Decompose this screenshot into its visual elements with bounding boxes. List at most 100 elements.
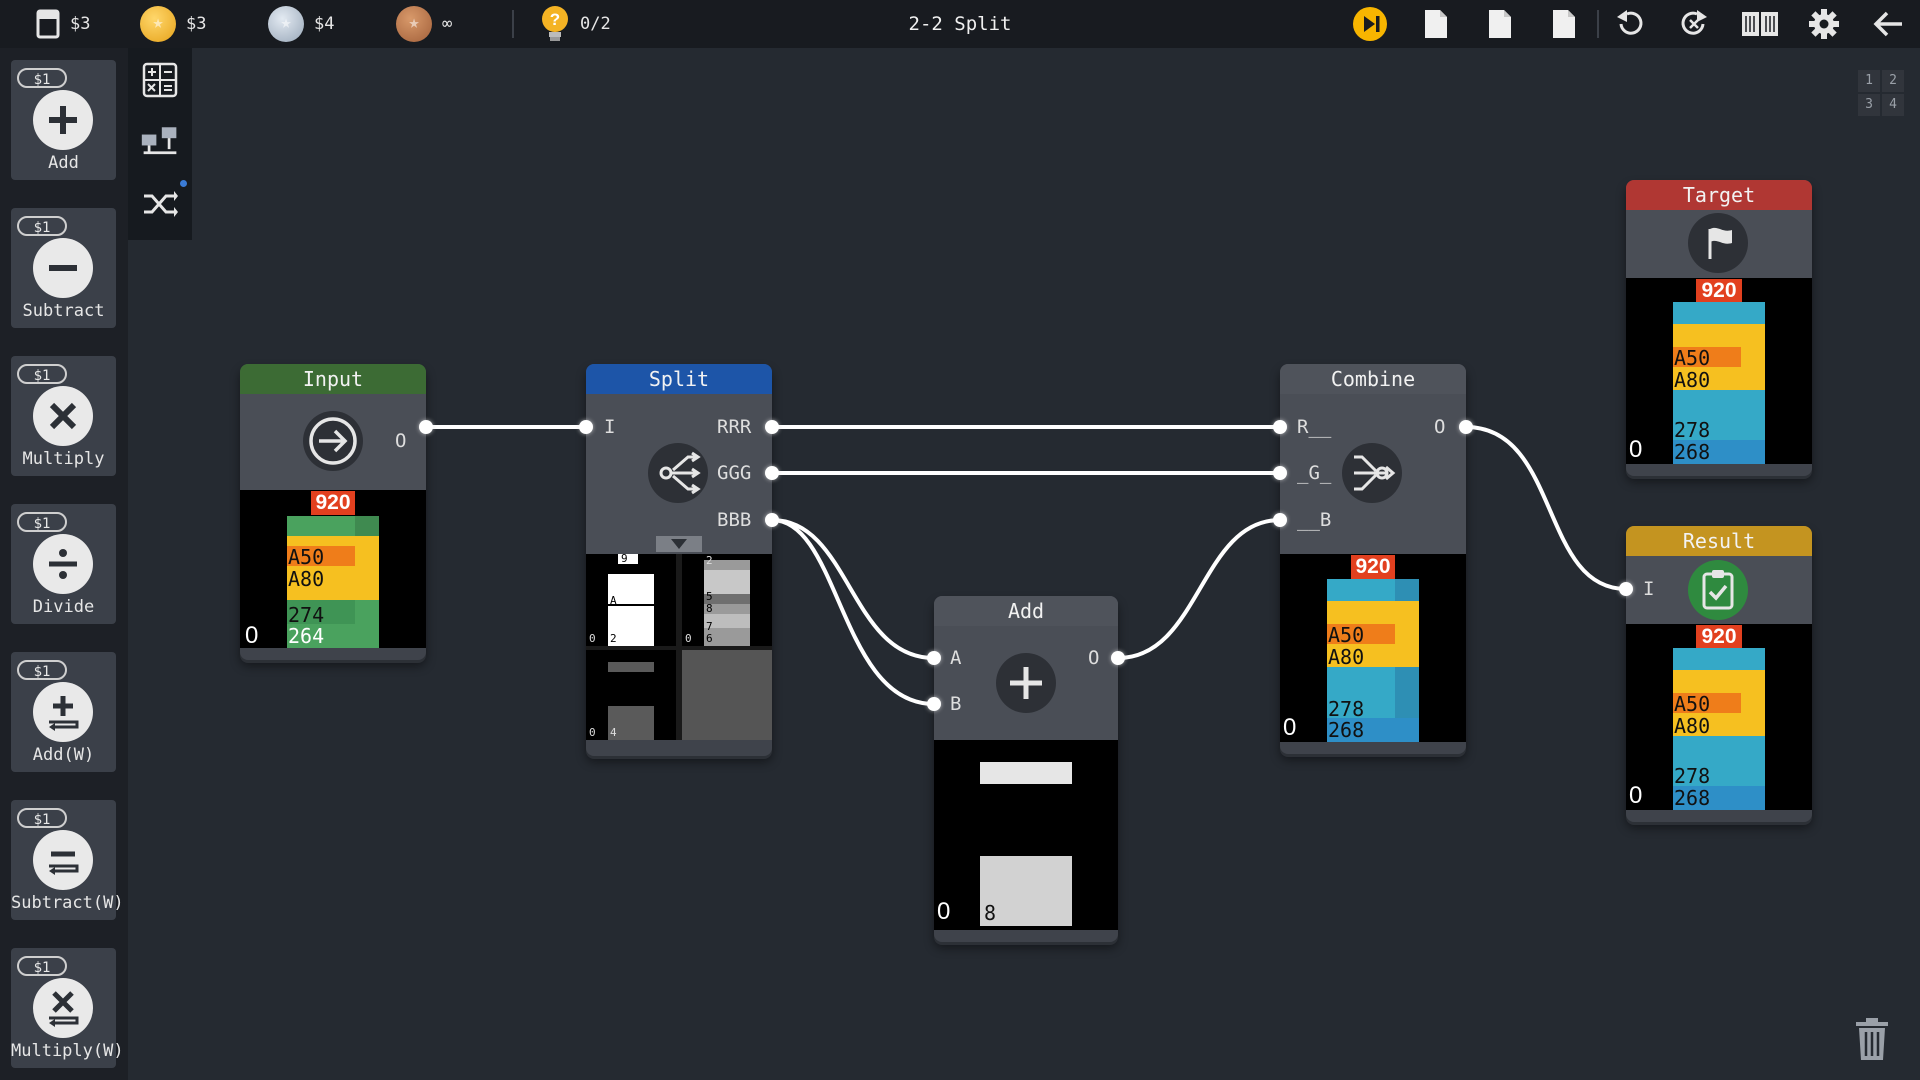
- topbar-divider: [512, 10, 514, 38]
- split-mini-label: 8: [706, 602, 713, 615]
- combine-in-r-port[interactable]: [1273, 420, 1287, 434]
- split-in-port[interactable]: [579, 420, 593, 434]
- save-slot-3-button[interactable]: [1544, 6, 1584, 42]
- split-node[interactable]: Split I RRR GGG BBB 9 A 0 2 2 5 8: [579, 364, 779, 756]
- silver-medal: $4: [268, 0, 334, 48]
- hint-counter[interactable]: ? 0/2: [540, 0, 611, 48]
- add-node-body: A B O: [934, 626, 1118, 740]
- network-icon: [141, 127, 177, 155]
- trash-button[interactable]: [1852, 1016, 1892, 1062]
- wire-add-b: [1117, 518, 1281, 660]
- palette-multiply-button[interactable]: $1 Multiply: [11, 356, 116, 476]
- combine-node[interactable]: Combine R__ _G_ __B O 920 A50 A80 278 26…: [1273, 364, 1473, 754]
- split-mini-label: 4: [610, 726, 617, 739]
- input-out-port[interactable]: [419, 420, 433, 434]
- add-in-b-port[interactable]: [927, 697, 941, 711]
- silver-medal-value: $4: [314, 14, 335, 34]
- manual-button[interactable]: [1740, 6, 1780, 42]
- palette-add-wrap-button[interactable]: $1 Add(W): [11, 652, 116, 772]
- combine-out-port[interactable]: [1459, 420, 1473, 434]
- split-mini-label: 9: [621, 552, 628, 565]
- network-view-button[interactable]: [140, 120, 180, 160]
- split-in-label: I: [604, 416, 616, 438]
- split-out-ggg-port[interactable]: [765, 466, 779, 480]
- bronze-medal: ∞: [396, 0, 452, 48]
- target-label: 268: [1674, 440, 1711, 464]
- settings-button[interactable]: [1804, 6, 1844, 42]
- split-mini-label: 0: [589, 726, 596, 739]
- palette-multiply-wrap-button[interactable]: $1 Multiply(W): [11, 948, 124, 1068]
- wire-combine-result: [1465, 425, 1627, 591]
- save-slot-1-button[interactable]: [1416, 6, 1456, 42]
- add-out-port[interactable]: [1111, 651, 1125, 665]
- redo-button[interactable]: [1674, 6, 1714, 42]
- palette-divide-button[interactable]: $1 Divide: [11, 504, 116, 624]
- gold-medal-value: $3: [186, 14, 207, 34]
- combine-label: 278: [1328, 697, 1365, 721]
- clipboard-check-icon: [1688, 560, 1748, 620]
- split-empty-channel: [682, 650, 772, 740]
- add-zero-label: 0: [937, 898, 951, 925]
- split-mini-label: 2: [706, 554, 713, 567]
- palette-label: Subtract: [22, 301, 105, 321]
- result-node[interactable]: Result I 920 A50 A80 278 268 0: [1619, 526, 1812, 822]
- combine-in-b-port[interactable]: [1273, 513, 1287, 527]
- combine-visualization: 920 A50 A80 278 268 0: [1280, 554, 1466, 742]
- target-bar: [1673, 390, 1765, 440]
- result-visualization: 920 A50 A80 278 268 0: [1626, 624, 1812, 810]
- palette-subtract-wrap-button[interactable]: $1 Subtract(W): [11, 800, 124, 920]
- input-node[interactable]: Input O 920 A50 A80 274 264 0: [240, 364, 433, 660]
- add-visualization: 0 8: [934, 740, 1118, 930]
- shuffle-icon: [144, 191, 178, 217]
- times-wrap-icon: [33, 978, 93, 1038]
- view-3-button[interactable]: 3: [1858, 94, 1880, 116]
- view-2-button[interactable]: 2: [1882, 70, 1904, 92]
- table-view-button[interactable]: [140, 60, 180, 100]
- combine-bar: [1327, 718, 1419, 742]
- add-in-a-port[interactable]: [927, 651, 941, 665]
- save-slot-2-button[interactable]: [1480, 6, 1520, 42]
- add-node-title: Add: [934, 596, 1118, 626]
- add-node[interactable]: Add A B O 0 8: [927, 596, 1125, 942]
- palette-label: Multiply(W): [11, 1041, 124, 1061]
- divide-icon: [33, 534, 93, 594]
- plus-wrap-icon: [33, 682, 93, 742]
- target-label: A50: [1674, 346, 1711, 370]
- view-4-button[interactable]: 4: [1882, 94, 1904, 116]
- split-out-bbb-port[interactable]: [765, 513, 779, 527]
- palette-add-button[interactable]: $1 Add: [11, 60, 116, 180]
- result-bar: [1673, 693, 1741, 713]
- shuffle-button[interactable]: [140, 184, 180, 224]
- combine-label: A80: [1328, 645, 1365, 669]
- combine-zero-label: 0: [1283, 714, 1297, 741]
- wire-bbb-b: [771, 518, 935, 706]
- view-1-button[interactable]: 1: [1858, 70, 1880, 92]
- hint-counter-value: 0/2: [580, 14, 611, 34]
- combine-node-title: Combine: [1280, 364, 1466, 394]
- palette-subtract-button[interactable]: $1 Subtract: [11, 208, 116, 328]
- gold-medal-icon: [140, 6, 176, 42]
- view-grid-selector[interactable]: 1 2 3 4: [1858, 70, 1908, 120]
- split-mini-label: A: [610, 594, 617, 607]
- split-mini-label: 0: [685, 632, 692, 645]
- svg-text:?: ?: [550, 10, 560, 29]
- split-dropdown[interactable]: [656, 536, 702, 552]
- back-button[interactable]: [1868, 6, 1908, 42]
- palette-label: Divide: [32, 597, 95, 617]
- combine-top-value: 920: [1351, 555, 1395, 579]
- split-mini-label: 2: [610, 632, 617, 645]
- add-in-b-label: B: [950, 693, 962, 715]
- palette-cost: $1: [17, 364, 67, 384]
- input-bar: [287, 600, 355, 624]
- result-in-port[interactable]: [1619, 582, 1633, 596]
- palette-cost: $1: [17, 660, 67, 680]
- combine-in-label: _G_: [1297, 462, 1332, 484]
- split-out-rrr-port[interactable]: [765, 420, 779, 434]
- result-in-label: I: [1643, 578, 1655, 600]
- step-play-button[interactable]: [1350, 6, 1390, 42]
- split-mini-label: 0: [589, 632, 596, 645]
- combine-in-g-port[interactable]: [1273, 466, 1287, 480]
- split-mini-label: 7: [706, 620, 713, 633]
- undo-button[interactable]: [1610, 6, 1650, 42]
- combine-bar: [1395, 579, 1419, 601]
